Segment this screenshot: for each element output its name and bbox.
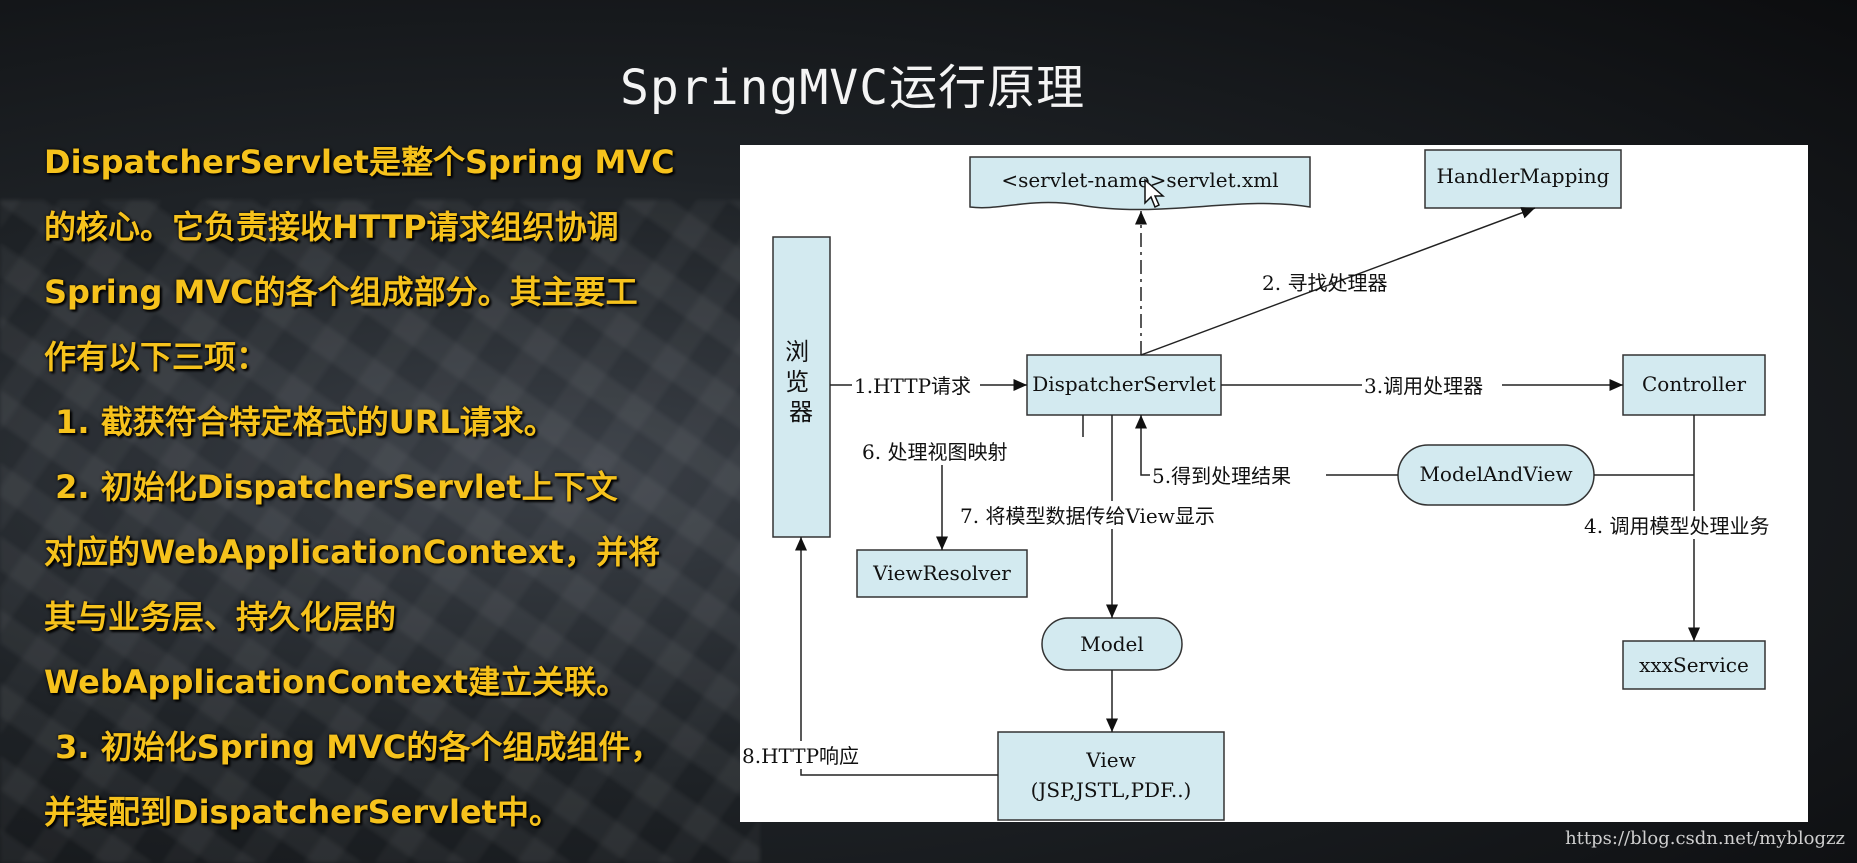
edge-label: 8.HTTP响应 [742, 744, 859, 768]
node-model: Model [1041, 617, 1183, 671]
text-line: 并装配到DispatcherServlet中。 [44, 793, 561, 831]
edge-label: 4. 调用模型处理业务 [1584, 514, 1769, 538]
node-label: xxxService [1639, 653, 1749, 677]
node-controller: Controller [1622, 354, 1766, 416]
edge-find-handler [1140, 207, 1536, 356]
description-text: DispatcherServlet是整个Spring MVC 的核心。它负责接收… [44, 130, 744, 845]
node-label: Controller [1642, 372, 1746, 396]
node-label: DispatcherServlet [1032, 372, 1216, 396]
text-line: 其与业务层、持久化层的 [44, 598, 397, 636]
background-keyboard [0, 200, 760, 863]
node-xxx-service: xxxService [1622, 640, 1766, 690]
slide-title: SpringMVC运行原理 [620, 60, 1086, 116]
edge-label: 2. 寻找处理器 [1262, 271, 1387, 295]
node-servlet-xml: <servlet-name>servlet.xml [969, 156, 1311, 211]
text-line: 3. 初始化Spring MVC的各个组成组件， [44, 728, 663, 766]
mouse-cursor-icon [1144, 178, 1165, 209]
edge-label: 3.调用处理器 [1364, 374, 1483, 398]
edge-view-mapping [936, 415, 1084, 550]
text-line: 的核心。它负责接收HTTP请求组织协调 [44, 208, 619, 246]
node-label: ViewResolver [872, 561, 1011, 585]
edge-label: 7. 将模型数据传给View显示 [960, 504, 1215, 528]
node-handler-mapping: HandlerMapping [1424, 149, 1622, 209]
node-browser: 浏 览 器 [772, 236, 831, 538]
text-line: 作有以下三项： [44, 338, 269, 376]
edge-label: 1.HTTP请求 [854, 374, 971, 398]
node-label: HandlerMapping [1437, 164, 1610, 188]
edge-label: 6. 处理视图映射 [862, 440, 1007, 464]
edge-http-response [795, 537, 998, 776]
node-label: <servlet-name>servlet.xml [1001, 168, 1278, 192]
node-label: (JSP,JSTL,PDF..) [1031, 778, 1192, 802]
text-line: DispatcherServlet是整个Spring MVC [44, 143, 675, 181]
text-line: 1. 截获符合特定格式的URL请求。 [44, 403, 556, 441]
node-label: Model [1080, 632, 1144, 656]
node-label: View [1085, 748, 1135, 772]
node-label: ModelAndView [1419, 462, 1572, 486]
text-line: Spring MVC的各个组成部分。其主要工 [44, 273, 638, 311]
node-view-resolver: ViewResolver [856, 549, 1028, 598]
flow-diagram: <servlet-name>servlet.xml HandlerMapping… [740, 149, 1806, 821]
node-view: View (JSP,JSTL,PDF..) [997, 731, 1225, 821]
text-line: WebApplicationContext建立关联。 [44, 663, 629, 701]
text-line: 对应的WebApplicationContext，并将 [44, 533, 661, 571]
text-line: 2. 初始化DispatcherServlet上下文 [44, 468, 618, 506]
diagram-panel: <servlet-name>servlet.xml HandlerMapping… [740, 145, 1808, 822]
watermark: https://blog.csdn.net/myblogzz [1565, 828, 1845, 849]
edge-label: 5.得到处理结果 [1152, 464, 1291, 488]
browser-label: 浏 览 器 [785, 338, 817, 426]
node-model-and-view: ModelAndView [1397, 444, 1595, 506]
node-dispatcher-servlet: DispatcherServlet [1026, 354, 1222, 416]
